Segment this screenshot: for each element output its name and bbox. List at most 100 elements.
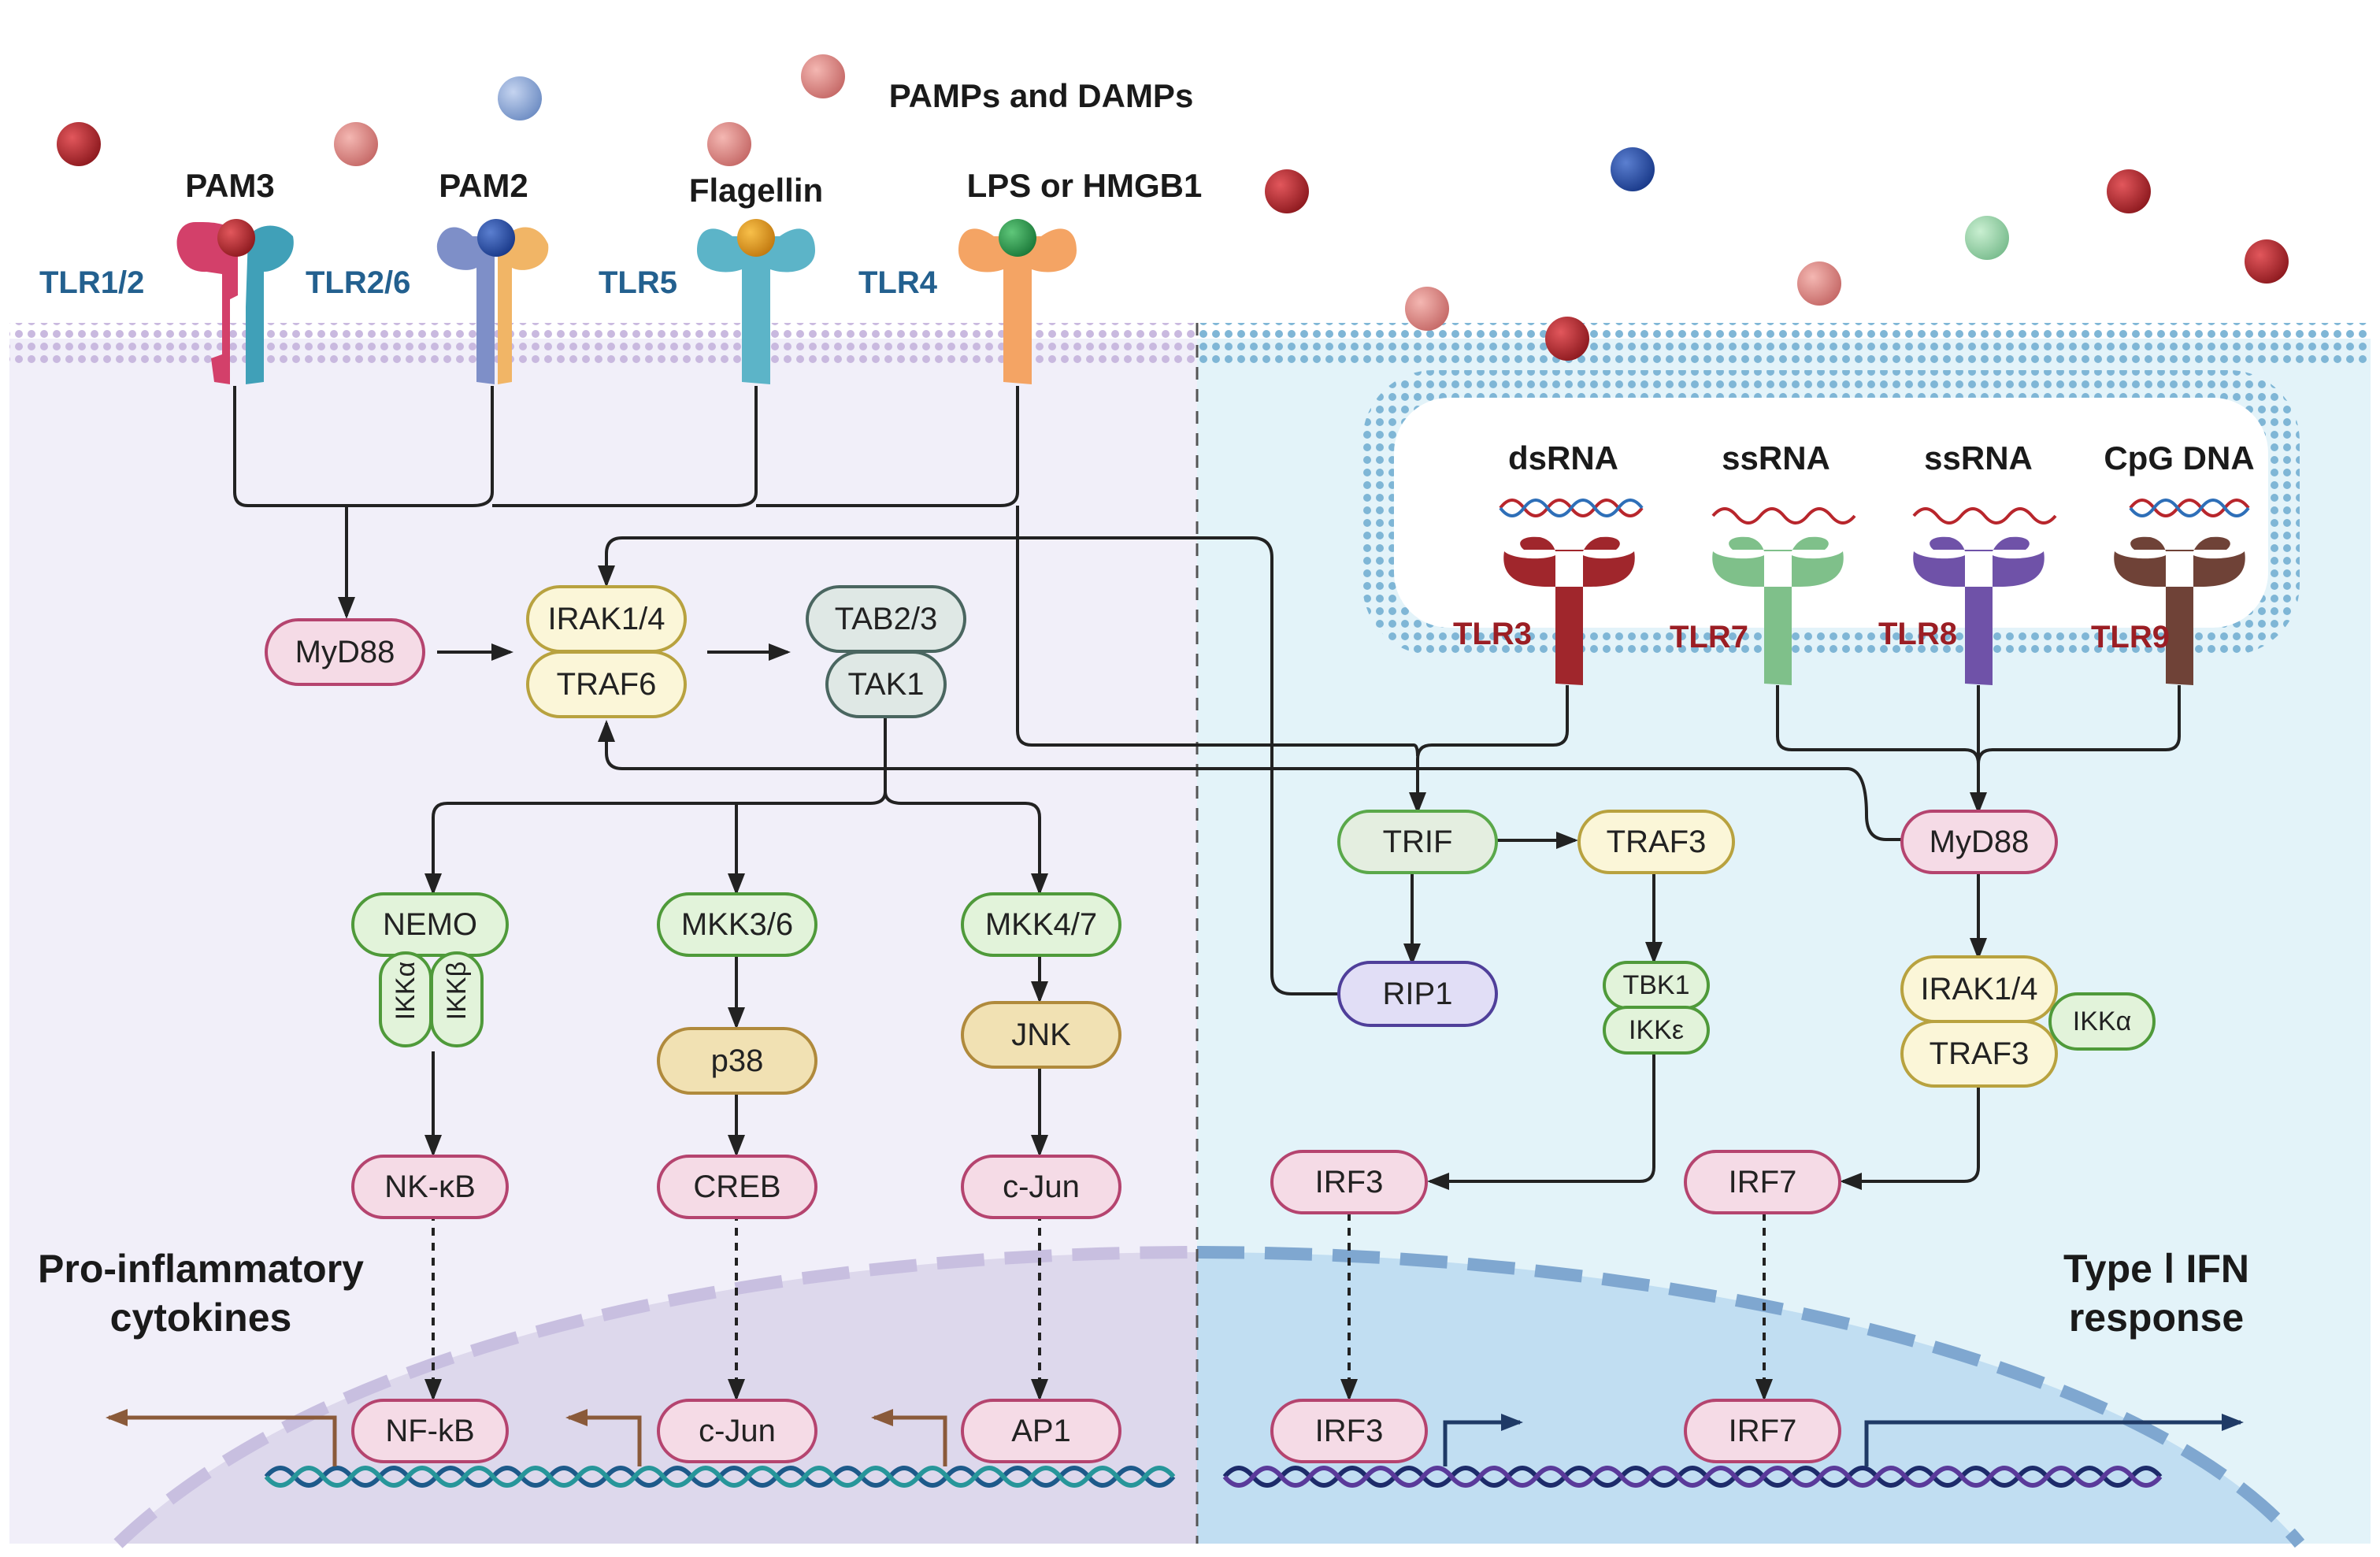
ligand-ssrna-1: ssRNA (1722, 439, 1830, 476)
svg-text:TRIF: TRIF (1383, 825, 1453, 859)
ssrna-tlr8-strand (1912, 507, 2057, 525)
svg-text:IKKα: IKKα (391, 962, 421, 1020)
node-jnk: JNK (961, 1001, 1121, 1069)
svg-text:IRAK1/4: IRAK1/4 (548, 602, 665, 636)
node-irf3-nucleus: IRF3 (1270, 1399, 1428, 1463)
svg-text:MyD88: MyD88 (1930, 825, 2030, 859)
plasma-membrane-left (9, 323, 1197, 365)
tlr4-receptor (958, 219, 1077, 384)
receptor-tlr3: TLR3 (1453, 617, 1532, 651)
outcome-right-line2: response (2069, 1296, 2244, 1340)
node-mkk4-7: MKK4/7 (961, 892, 1121, 957)
receptor-tlr8: TLR8 (1878, 617, 1957, 651)
node-creb: CREB (657, 1155, 817, 1219)
node-ikk-alpha-right: IKKα (2048, 992, 2156, 1051)
node-irak1-4-right: IRAK1/4 (1900, 955, 2058, 1023)
node-p38: p38 (657, 1027, 817, 1095)
tlr5-receptor (697, 219, 815, 384)
receptor-tlr1-2: TLR1/2 (39, 265, 144, 300)
svg-text:NF-kB: NF-kB (385, 1414, 474, 1448)
svg-text:c-Jun: c-Jun (699, 1414, 776, 1448)
node-ap1: AP1 (961, 1399, 1121, 1463)
outcome-right-line1: Type Ⅰ IFN (2063, 1247, 2249, 1291)
node-traf3-myd88: TRAF3 (1900, 1020, 2058, 1088)
node-tab2-3: TAB2/3 (806, 585, 966, 653)
svg-text:c-Jun: c-Jun (1003, 1170, 1080, 1204)
node-c-jun-cytoplasm: c-Jun (961, 1155, 1121, 1219)
svg-text:TRAF3: TRAF3 (1607, 825, 1707, 859)
outcome-left-line1: Pro-inflammatory (38, 1247, 364, 1291)
node-ikk-beta: IKKβ (430, 951, 484, 1047)
tlr2-6-receptor (436, 219, 549, 384)
node-traf6: TRAF6 (526, 651, 687, 718)
svg-text:MyD88: MyD88 (295, 635, 395, 669)
node-myd88-left: MyD88 (265, 618, 425, 686)
free-ligands (57, 54, 2289, 361)
plasma-membrane-right (1197, 323, 2371, 365)
receptor-tlr5: TLR5 (599, 265, 677, 300)
svg-text:RIP1: RIP1 (1383, 977, 1453, 1011)
ligand-dsrna: dsRNA (1508, 439, 1618, 476)
tlr1-2-receptor (176, 219, 294, 384)
svg-text:NK-κB: NK-κB (384, 1170, 476, 1204)
ligand-pam2: PAM2 (439, 167, 528, 204)
svg-text:AP1: AP1 (1011, 1414, 1071, 1448)
svg-text:IKKβ: IKKβ (442, 962, 472, 1020)
connectors (233, 386, 2181, 1401)
node-irak1-4: IRAK1/4 (526, 585, 687, 653)
dna-right (1222, 1466, 2163, 1488)
ssrna-tlr7-strand (1711, 507, 1856, 525)
node-myd88-right: MyD88 (1900, 810, 2058, 874)
node-nk-kb-cytoplasm: NK-κB (351, 1155, 509, 1219)
node-trif: TRIF (1337, 810, 1498, 874)
dsrna-helix (1499, 499, 1644, 517)
ligand-flagellin: Flagellin (689, 172, 823, 209)
node-traf3-trif: TRAF3 (1577, 810, 1735, 874)
node-mkk3-6: MKK3/6 (657, 892, 817, 957)
node-c-jun-nucleus: c-Jun (657, 1399, 817, 1463)
tlr7-receptor (1712, 536, 1844, 685)
tlr9-receptor (2114, 536, 2245, 685)
node-tak1: TAK1 (825, 651, 947, 718)
svg-text:IKKα: IKKα (2073, 1006, 2131, 1036)
svg-text:IRF3: IRF3 (1315, 1414, 1384, 1448)
svg-text:IRF7: IRF7 (1729, 1414, 1797, 1448)
node-irf3-cytoplasm: IRF3 (1270, 1150, 1428, 1214)
nuclear-envelope-left (113, 1246, 1198, 1548)
outcome-left-line2: cytokines (110, 1296, 292, 1340)
ligands-header: PAMPs and DAMPs (889, 77, 1194, 114)
receptor-tlr4: TLR4 (858, 265, 938, 300)
node-rip1: RIP1 (1337, 961, 1498, 1027)
transcription-arrows (106, 1409, 2244, 1466)
svg-text:TRAF6: TRAF6 (557, 667, 657, 702)
svg-text:p38: p38 (711, 1044, 764, 1078)
ligand-lps-hmgb1: LPS or HMGB1 (967, 167, 1203, 204)
receptor-tlr9: TLR9 (2091, 620, 2170, 654)
svg-text:TRAF3: TRAF3 (1930, 1036, 2030, 1071)
node-irf7-cytoplasm: IRF7 (1684, 1150, 1841, 1214)
svg-text:IRF7: IRF7 (1729, 1165, 1797, 1199)
cpg-dna-helix (2129, 499, 2250, 517)
receptor-tlr2-6: TLR2/6 (306, 265, 410, 300)
svg-text:MKK3/6: MKK3/6 (681, 907, 793, 942)
svg-text:IKKε: IKKε (1629, 1015, 1684, 1045)
node-tbk1: TBK1 (1603, 961, 1710, 1010)
svg-text:IRF3: IRF3 (1315, 1165, 1384, 1199)
extracellular-area (0, 0, 2380, 331)
ligand-ssrna-2: ssRNA (1924, 439, 2033, 476)
svg-text:IRAK1/4: IRAK1/4 (1921, 972, 2038, 1006)
node-ikk-epsilon: IKKε (1603, 1006, 1710, 1055)
svg-text:MKK4/7: MKK4/7 (985, 907, 1097, 942)
svg-text:CREB: CREB (693, 1170, 780, 1204)
svg-text:JNK: JNK (1011, 1018, 1071, 1052)
svg-text:TAK1: TAK1 (847, 667, 924, 702)
nuclear-envelope-right (1196, 1246, 2305, 1548)
svg-text:NEMO: NEMO (383, 907, 477, 942)
svg-text:TBK1: TBK1 (1622, 970, 1689, 1000)
receptor-tlr7: TLR7 (1670, 620, 1748, 654)
node-nemo: NEMO (351, 892, 509, 957)
svg-text:TAB2/3: TAB2/3 (835, 602, 937, 636)
node-nf-kb-nucleus: NF-kB (351, 1399, 509, 1463)
node-irf7-nucleus: IRF7 (1684, 1399, 1841, 1463)
